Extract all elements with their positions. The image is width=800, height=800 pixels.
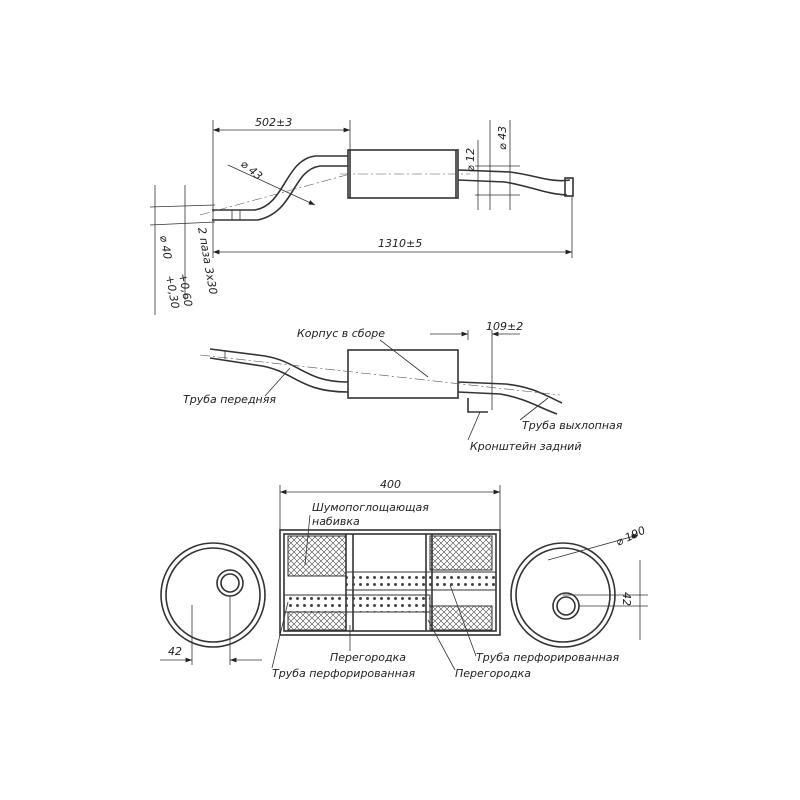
dim-d43-left: ⌀ 43: [238, 157, 265, 182]
top-view: 502±3 1310±5 ⌀ 43 ⌀ 12 ⌀ 43 2 паза 3х30 …: [149, 116, 574, 315]
label-baffle-1: Перегородка: [330, 651, 406, 664]
dim-502: 502±3: [255, 116, 292, 129]
muffler-section: [279, 529, 501, 636]
dim-d12: ⌀ 12: [464, 148, 477, 172]
label-packing-2: набивка: [312, 515, 360, 528]
dim-slots: 2 паза 3х30: [195, 226, 220, 295]
left-end-view: [160, 542, 266, 648]
dim-1310: 1310±5: [378, 237, 422, 250]
label-baffle-2: Перегородка: [455, 667, 531, 680]
assembly-view: 109±2 Корпус в сборе Труба передняя Труб…: [183, 320, 623, 453]
dim-400: 400: [380, 478, 401, 491]
dim-d40-tol-lower: +0,30: [163, 274, 182, 309]
dim-109: 109±2: [486, 320, 523, 333]
label-rear-bracket: Кронштейн задний: [470, 440, 581, 453]
label-perf-pipe-2: Труба перфорированная: [476, 651, 620, 664]
label-front-pipe: Труба передняя: [183, 393, 276, 406]
dim-42-left: 42: [168, 645, 182, 658]
dim-d40-tol-upper: +0,60: [176, 272, 195, 307]
dim-d190: ⌀ 190: [614, 524, 648, 549]
label-exhaust-pipe: Труба выхлопная: [522, 419, 623, 432]
label-perf-pipe-1: Труба перфорированная: [272, 667, 416, 680]
front-pipe: [212, 155, 348, 211]
muffler-body: [347, 349, 459, 399]
section-view: 42 400 Шумопоглощающая набивка Перегород…: [160, 478, 648, 680]
dim-d43-right: ⌀ 43: [496, 126, 509, 150]
label-body-assembly: Корпус в сборе: [297, 327, 385, 340]
label-packing-1: Шумопоглощающая: [312, 501, 429, 514]
dim-d40: ⌀ 40: [157, 234, 174, 260]
dim-42-right: 42: [620, 592, 633, 606]
